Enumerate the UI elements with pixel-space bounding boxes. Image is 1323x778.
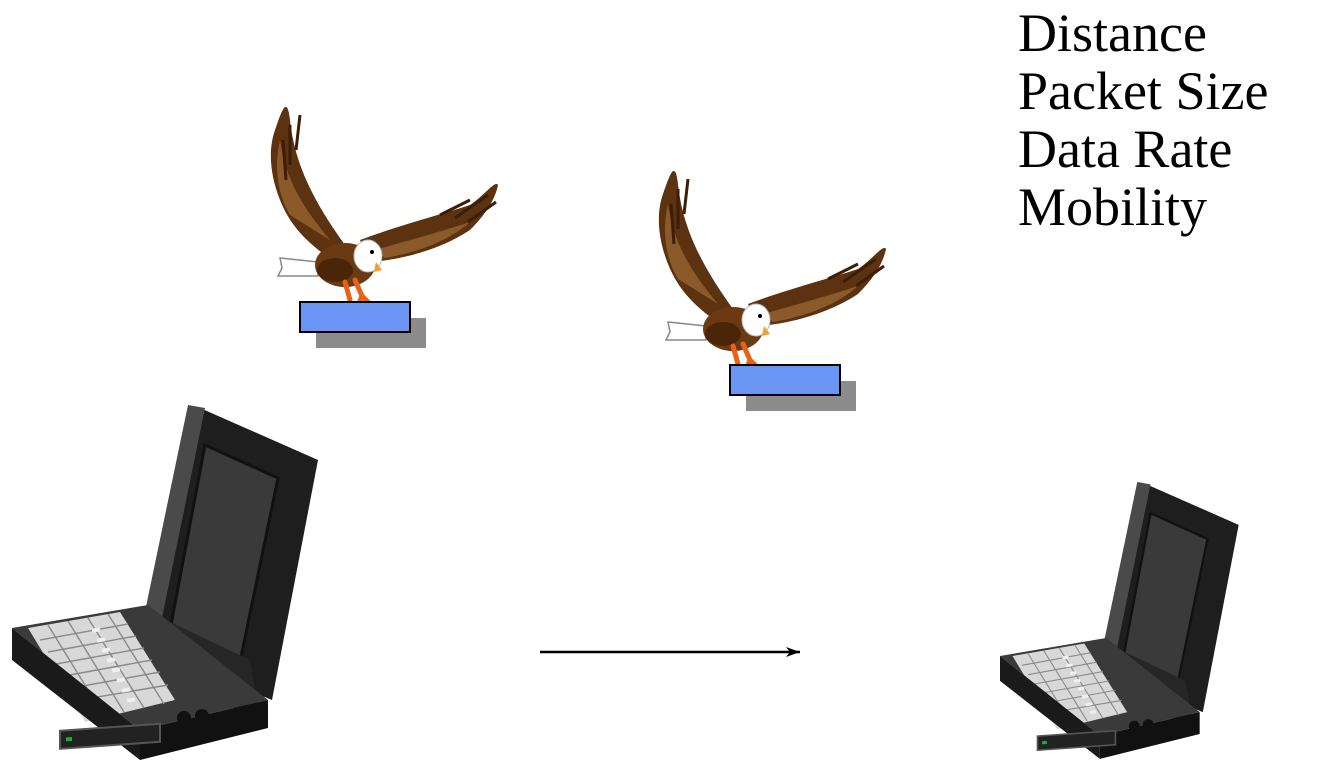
- factor-packet-size: Packet Size: [1018, 61, 1269, 121]
- sender-laptop-icon: [10, 403, 320, 762]
- factor-distance: Distance: [1018, 3, 1207, 63]
- factor-list: Distance Packet Size Data Rate Mobility: [1018, 4, 1268, 236]
- factor-mobility: Mobility: [1018, 177, 1208, 237]
- packet-icon-2: [729, 364, 857, 412]
- eagle-icon-2: [659, 171, 886, 380]
- packet-icon: [299, 301, 427, 349]
- factor-data-rate: Data Rate: [1018, 119, 1233, 179]
- receiver-laptop-icon: [998, 480, 1240, 761]
- eagle-icon: [271, 107, 498, 316]
